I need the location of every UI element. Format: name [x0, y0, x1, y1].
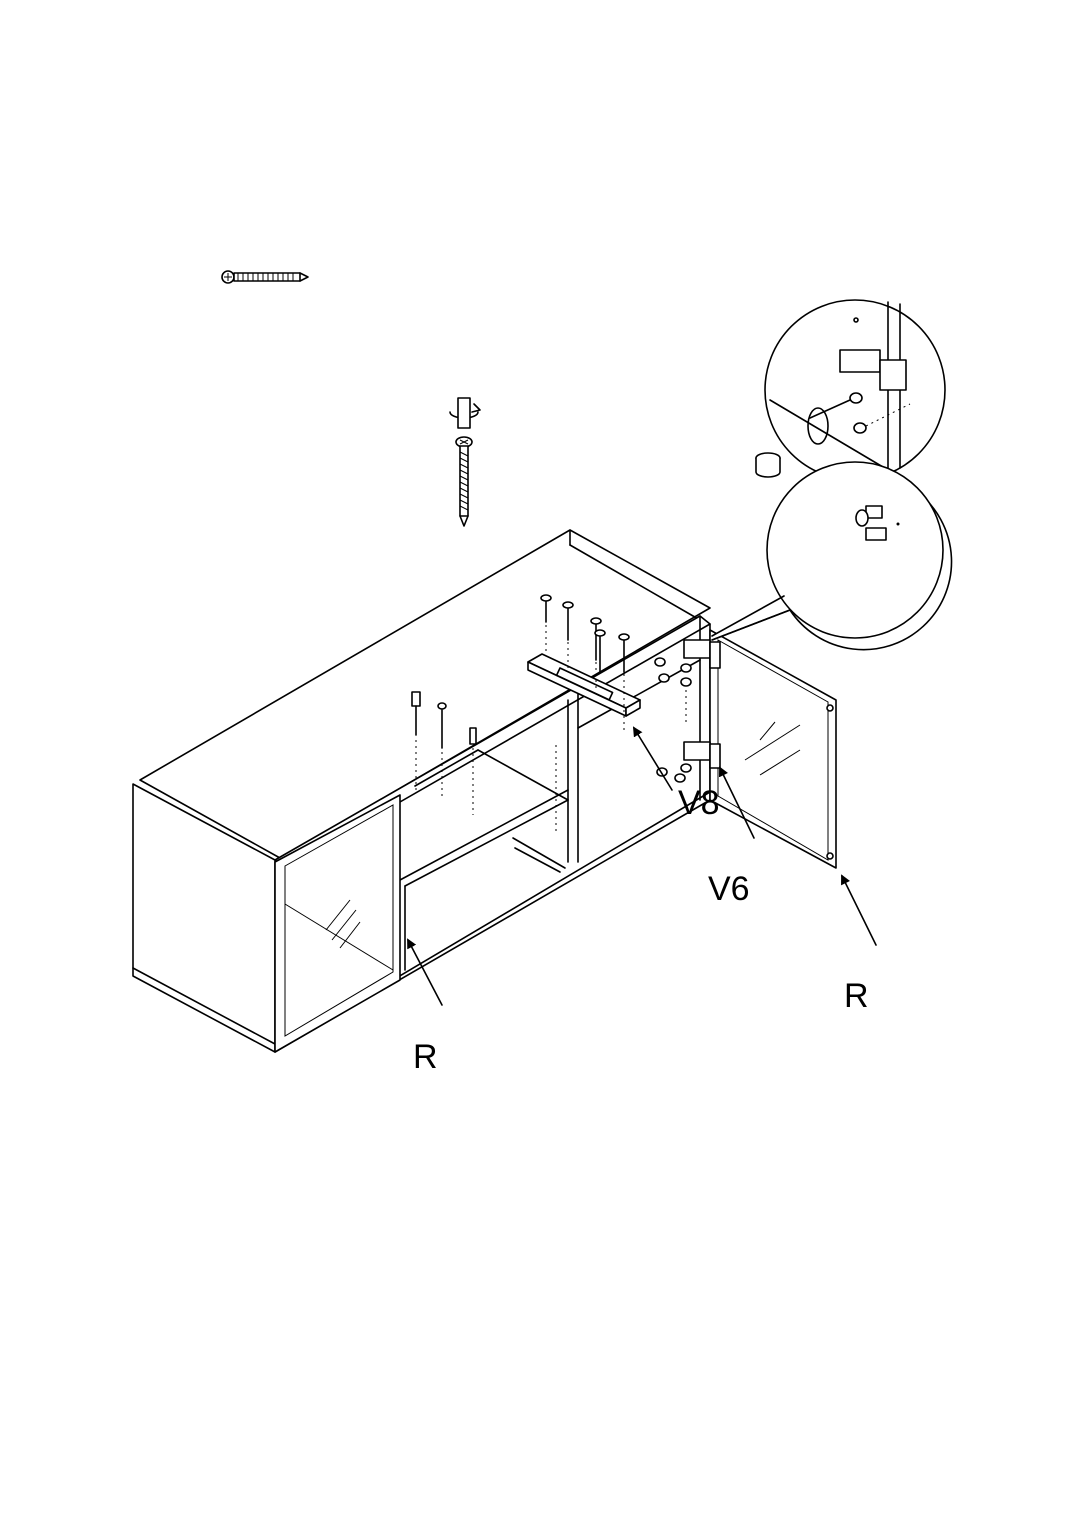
label-v8: V8: [678, 784, 720, 822]
arrows: [407, 726, 877, 1006]
right-glass-door: [709, 629, 837, 869]
label-v6: V6: [708, 870, 750, 908]
screw-part-icon: [221, 270, 309, 284]
label-r-right: R: [844, 977, 869, 1015]
hinge-detail-circle-bottom: [711, 461, 953, 651]
hinge-detail-circle-top: [764, 299, 946, 481]
cap-icon: [755, 452, 781, 478]
left-glass-door: [274, 794, 401, 1053]
shelf-screws: [411, 691, 477, 815]
screwdriver-icon: [449, 397, 481, 527]
label-r-left: R: [413, 1038, 438, 1076]
cleat-with-screws: [527, 594, 641, 730]
cabinet: [132, 529, 711, 1053]
